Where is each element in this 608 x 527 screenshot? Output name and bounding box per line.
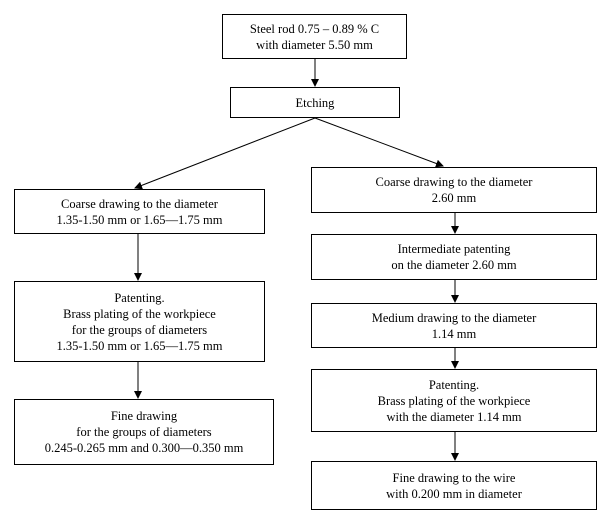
node-left-patenting-line-3: for the groups of diameters — [71, 322, 208, 337]
node-steel-rod-line-2: with diameter 5.50 mm — [256, 37, 373, 52]
node-right-medium-line-1: Medium drawing to the diameter — [371, 310, 537, 325]
node-right-coarse-line-2: 2.60 mm — [431, 191, 477, 205]
node-right-intermediate-patenting: Intermediate patenting on the diameter 2… — [311, 234, 597, 280]
node-right-intermediate-line-1: Intermediate patenting — [397, 242, 511, 256]
node-right-patenting-line-1: Patenting. — [428, 377, 480, 392]
node-left-patenting-line-2: Brass plating of the workpiece — [63, 306, 216, 321]
arrow-etching-to-right-coarse — [314, 117, 444, 168]
node-right-coarse-drawing: Coarse drawing to the diameter 2.60 mm — [311, 167, 597, 213]
node-left-patenting-line-4: 1.35-1.50 mm or 1.65—1.75 mm — [56, 338, 223, 353]
node-right-intermediate-line-2: on the diameter 2.60 mm — [391, 258, 517, 272]
node-right-fine-line-2: with 0.200 mm in diameter — [386, 486, 522, 501]
node-steel-rod: Steel rod 0.75 – 0.89 % C with diameter … — [222, 14, 407, 59]
node-right-patenting-line-3: with the diameter 1.14 mm — [386, 409, 522, 424]
node-left-fine-line-3: 0.245-0.265 mm and 0.300—0.350 mm — [44, 441, 244, 455]
node-right-medium-drawing: Medium drawing to the diameter 1.14 mm — [311, 303, 597, 348]
node-right-patenting: Patenting. Brass plating of the workpiec… — [311, 369, 597, 432]
node-left-coarse-drawing: Coarse drawing to the diameter 1.35-1.50… — [14, 189, 265, 234]
arrow-etching-to-left-coarse — [134, 117, 316, 190]
node-steel-rod-line-1: Steel rod 0.75 – 0.89 % C — [249, 21, 380, 36]
node-left-fine-line-1: Fine drawing — [110, 409, 178, 423]
node-right-patenting-line-2: Brass plating of the workpiece — [377, 393, 531, 408]
node-left-fine-drawing: Fine drawing for the groups of diameters… — [14, 399, 274, 465]
node-right-coarse-line-1: Coarse drawing to the diameter — [375, 175, 533, 189]
node-left-coarse-line-1: Coarse drawing to the diameter — [61, 196, 218, 211]
node-left-coarse-line-2: 1.35-1.50 mm or 1.65—1.75 mm — [56, 212, 223, 227]
node-right-fine-line-1: Fine drawing to the wire — [392, 470, 516, 485]
node-right-medium-line-2: 1.14 mm — [431, 326, 477, 341]
node-left-patenting: Patenting. Brass plating of the workpiec… — [14, 281, 265, 362]
node-etching-label: Etching — [295, 95, 335, 110]
node-right-fine-drawing: Fine drawing to the wire with 0.200 mm i… — [311, 461, 597, 510]
node-left-fine-line-2: for the groups of diameters — [76, 425, 212, 439]
node-left-patenting-line-1: Patenting. — [114, 290, 165, 305]
node-etching: Etching — [230, 87, 400, 118]
